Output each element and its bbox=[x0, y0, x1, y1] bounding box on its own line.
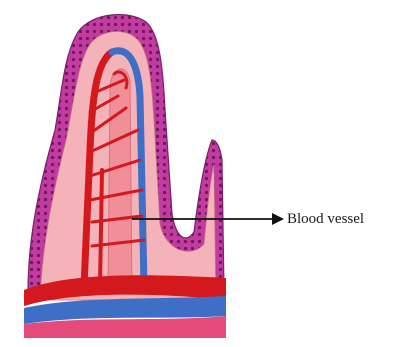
artery-branch bbox=[100, 170, 102, 286]
blood-vessel-label: Blood vessel bbox=[287, 210, 364, 228]
central-lacteal bbox=[108, 69, 132, 290]
